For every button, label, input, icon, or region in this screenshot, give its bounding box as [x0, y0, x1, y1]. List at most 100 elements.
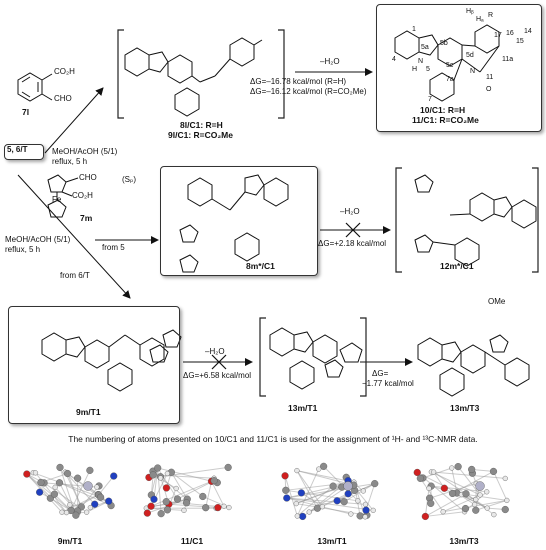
carbon-atom — [55, 479, 64, 487]
hydrogen-atom — [181, 507, 187, 513]
nitrogen-atom — [150, 495, 158, 503]
hydrogen-atom — [87, 504, 93, 511]
hydrogen-atom — [226, 504, 232, 511]
nitrogen-atom — [333, 497, 341, 505]
carbon-atom — [371, 480, 379, 488]
carbon-atom — [202, 504, 210, 512]
nitrogen-atom — [105, 497, 113, 505]
carbon-atom — [74, 474, 82, 482]
atom-label-R: R — [488, 12, 494, 19]
atom-label-11: 11 — [486, 74, 494, 81]
atom-label-5a: 5a — [421, 44, 429, 51]
hydrogen-atom — [63, 509, 70, 516]
carbon-atom — [37, 478, 45, 487]
atom-label-N1: N — [418, 58, 424, 65]
hydrogen-atom — [319, 504, 325, 510]
hydrogen-atom — [221, 503, 227, 509]
hydrogen-atom — [67, 502, 73, 508]
water-loss-row3: –H₂O — [205, 347, 225, 356]
carbon-atom — [56, 463, 64, 472]
conditions-upper-2: reflux, 5 h — [52, 157, 88, 166]
intermediate-8l-label: 8l/C1: R=H — [180, 120, 223, 130]
atom-label-7a: 7a — [446, 76, 454, 83]
oxygen-atom — [147, 502, 155, 510]
nitrogen-atom — [362, 506, 370, 514]
hydrogen-atom — [94, 484, 100, 490]
carbon-atom — [224, 463, 232, 472]
hydrogen-atom — [370, 507, 376, 513]
model-label-13mT1: 13m/T1 — [317, 536, 347, 546]
cho-group-label: CHO — [54, 94, 72, 103]
carbon-atom — [210, 477, 218, 485]
model-label-9mT1: 9m/T1 — [57, 536, 83, 546]
carbon-atom — [199, 492, 207, 501]
atom-label-5b: 5b — [440, 40, 448, 47]
molecule-7m — [47, 174, 79, 218]
hydrogen-atom — [164, 470, 170, 477]
hydrogen-atom — [362, 501, 369, 507]
carbon-atom — [462, 490, 470, 498]
carbon-atom — [50, 490, 59, 498]
oxygen-atom — [162, 484, 171, 492]
atom-label-O: O — [486, 86, 492, 93]
ball-and-stick-model — [281, 462, 379, 521]
arrow-to-9m — [17, 174, 131, 299]
from6T-label: from 6/T — [60, 271, 90, 280]
ball-and-stick-model — [23, 463, 118, 519]
molecule-10 — [394, 24, 500, 102]
carbon-atom — [416, 474, 424, 482]
oxygen-atom — [421, 512, 429, 521]
hydrogen-atom — [157, 475, 164, 481]
box-amine-5-6T — [4, 144, 44, 160]
atom-label-4: 4 — [392, 56, 396, 63]
carbon-atom — [86, 466, 94, 474]
hydrogen-atom — [173, 485, 179, 492]
carbon-atom — [356, 512, 364, 520]
atom-label-Ha: Hₐ — [476, 16, 484, 23]
fe-label-7m: Fe — [52, 195, 62, 204]
carbon-atom — [320, 462, 328, 470]
carbon-atom — [149, 471, 157, 479]
nitrogen-atom — [344, 490, 352, 498]
hydrogen-atom — [294, 467, 300, 474]
cross-d — [211, 354, 227, 370]
hydrogen-atom — [84, 509, 90, 515]
conditions-lower-1: MeOH/AcOH (5/1) — [5, 235, 71, 244]
nitrogen-atom — [91, 500, 99, 508]
molecule-12m — [414, 174, 537, 267]
hydrogen-atom — [426, 485, 432, 492]
nitrogen-atom — [297, 489, 305, 497]
nitrogen-atom — [110, 472, 118, 480]
energy-row1-b: ΔG=–16.12 kcal/mol (R=CO₂Me) — [250, 87, 367, 96]
iron-atom — [83, 481, 93, 491]
hydrogen-atom — [306, 509, 312, 515]
box-intermediate-9m — [8, 306, 180, 424]
hydrogen-atom — [52, 484, 58, 490]
intermediate-9m-label: 9m/T1 — [76, 407, 101, 417]
hydrogen-atom — [449, 465, 455, 471]
product-13mT1-label: 13m/T1 — [288, 403, 318, 413]
cho-label-7m: CHO — [79, 173, 97, 182]
nitrogen-atom — [299, 512, 307, 521]
from5-label: from 5 — [102, 243, 125, 252]
nitrogen-atom — [283, 494, 291, 502]
ball-and-stick-model — [143, 463, 232, 518]
atom-label-Hb: Hᵦ — [466, 8, 474, 15]
carbon-atom — [472, 506, 480, 514]
compound-7m-label: 7m — [80, 213, 93, 223]
product-12m-label: 12m*/C1 — [440, 261, 474, 271]
carbon-atom — [468, 465, 476, 474]
carbon-atom — [154, 464, 162, 472]
caption: The numbering of atoms presented on 10/C… — [68, 434, 478, 444]
carbon-atom — [461, 504, 470, 513]
atom-label-5d: 5d — [466, 52, 474, 59]
carbon-atom — [72, 511, 80, 519]
carbon-atom — [282, 486, 290, 494]
atom-label-H: H — [412, 66, 418, 73]
atom-label-16: 16 — [506, 30, 514, 37]
energy-row3b-1: ΔG= — [372, 369, 389, 378]
model-label-11C1: 11/C1 — [180, 536, 204, 546]
product-11-label: 11/C1: R=CO₂Me — [412, 115, 479, 125]
water-loss-row2: –H₂O — [340, 207, 360, 216]
